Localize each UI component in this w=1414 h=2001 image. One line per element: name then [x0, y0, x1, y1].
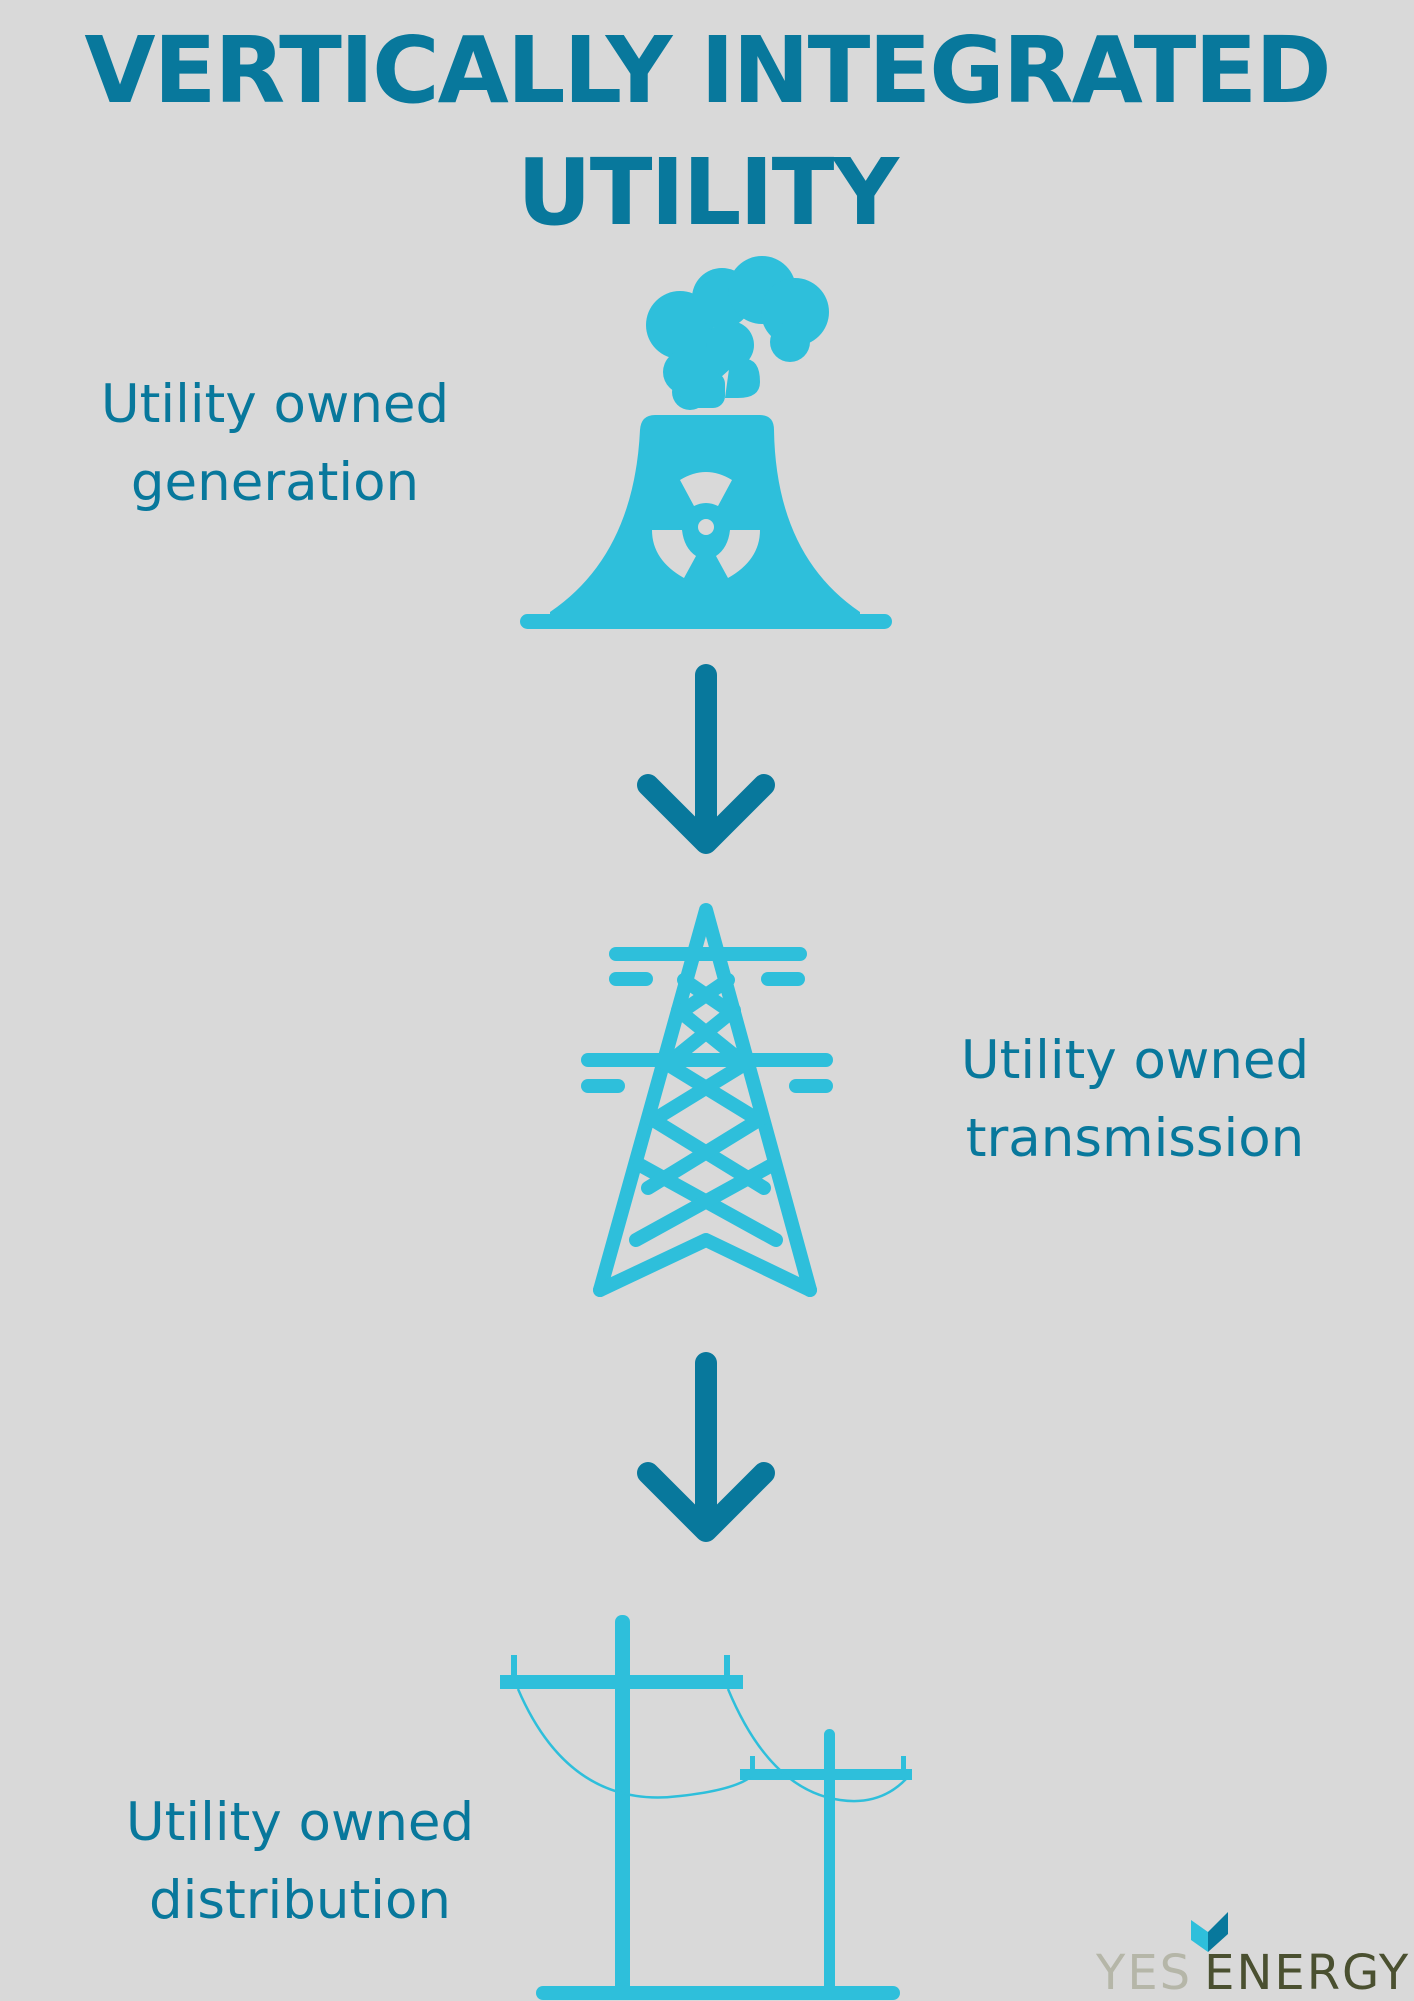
generation-label: Utility owned generation: [55, 366, 495, 522]
page-title: VERTICALLY INTEGRATED UTILITY: [0, 10, 1414, 254]
distribution-label-line-2: distribution: [148, 1870, 452, 1931]
distribution-label-line-1: Utility owned: [125, 1792, 475, 1853]
transmission-label-line-2: transmission: [965, 1108, 1305, 1169]
transmission-label-line-1: Utility owned: [960, 1030, 1310, 1091]
checkmark-logo-icon: [1191, 1912, 1228, 1952]
generation-label-line-1: Utility owned: [100, 374, 450, 435]
title-line-1: VERTICALLY INTEGRATED: [84, 17, 1331, 124]
logo-word-energy: ENERGY: [1204, 1945, 1411, 2001]
logo-word-yes: YES: [1096, 1945, 1193, 2001]
title-line-2: UTILITY: [517, 139, 899, 246]
distribution-label: Utility owned distribution: [75, 1784, 525, 1940]
generation-label-line-2: generation: [130, 452, 420, 513]
transmission-label: Utility owned transmission: [915, 1022, 1355, 1178]
